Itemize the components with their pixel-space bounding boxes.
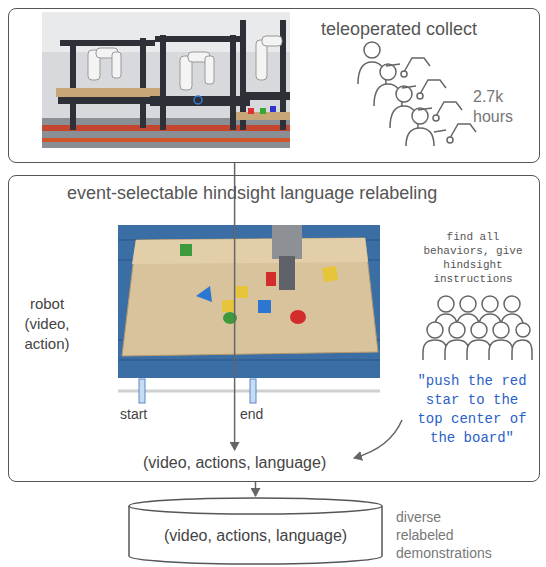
teleoperators-icon [358,42,476,146]
timeline-label: start [120,406,147,422]
panel-title: event-selectable hindsight language rela… [67,183,437,204]
note-text: diverse relabeled demonstrations [396,508,486,562]
connector-arrow [255,482,257,496]
tuple-text: (video, actions, language) [128,527,383,545]
board-photo [118,225,380,378]
edge-label: robot (video, action) [14,292,80,356]
tuple-text: (video, actions, language) [143,454,326,472]
panel-box: teleoperated collect 2.7k hours [8,8,540,163]
panel-title: teleoperated collect [321,19,477,40]
timeline [118,379,380,403]
lab-photo [42,12,290,148]
dataset-cylinder: (video, actions, language) [128,497,383,565]
annotation-arrow [354,420,402,458]
data-tuple: (video, actions, language) [139,451,330,475]
annotators-icon [423,296,532,360]
language-instruction: "push the red star to the top center of … [409,372,535,448]
cylinder-top [129,498,382,514]
panel-box: (video, actions, language) event-selectab… [8,175,540,482]
instruction-note: find all behaviors, give hindsight instr… [411,230,535,286]
stat-text: 2.7k hours [473,87,529,127]
connector-arrow [234,163,236,450]
timeline-label: end [240,406,263,422]
